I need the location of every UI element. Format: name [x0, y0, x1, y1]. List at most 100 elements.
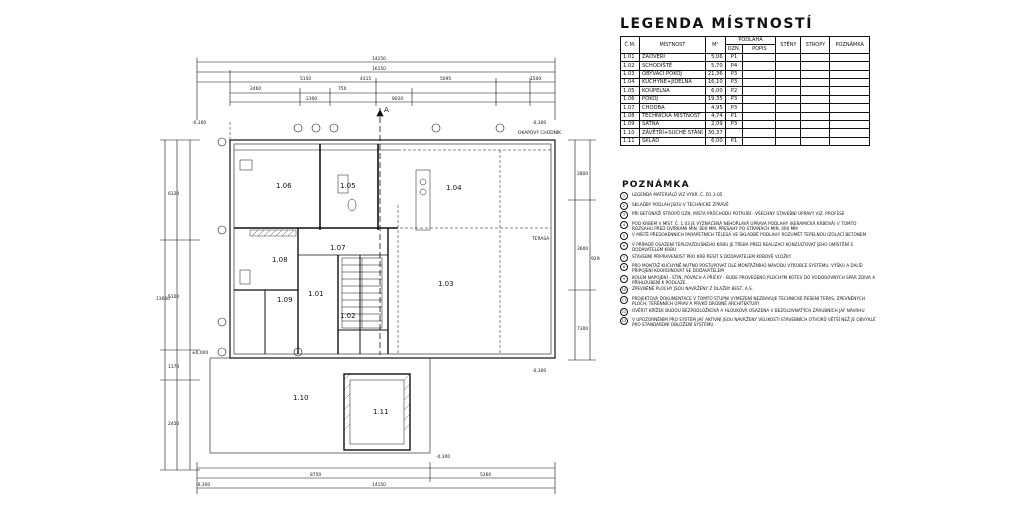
- room-label: 1.04: [446, 184, 462, 192]
- note-text: Skladby podlah jsou v technické zprávě: [632, 201, 729, 207]
- legend-note: [829, 61, 870, 71]
- note-item: 9Kolem napojení - stín, povrch a příčky …: [620, 274, 880, 285]
- note-number: 11: [620, 295, 628, 304]
- overhang-label: OKAPOVÝ CHODNÍK: [518, 129, 561, 136]
- legend-walls: [775, 111, 802, 121]
- note-number: 6: [620, 241, 628, 250]
- legend-note: [829, 86, 870, 96]
- dim-label: 1170: [168, 364, 179, 370]
- note-text: V místě předokenních parapetních tělesa …: [632, 232, 867, 238]
- note-number: 4: [620, 220, 628, 229]
- dim-label: 1500: [530, 76, 541, 82]
- legend-note: [829, 111, 870, 121]
- legend-ceilings: [800, 119, 831, 130]
- col-header-floor-dzn: OZN.: [724, 44, 744, 54]
- section-label: A: [384, 106, 389, 114]
- legend-title: LEGENDA MÍSTNOSTÍ: [620, 16, 814, 32]
- legend-room-area: 5,70: [704, 61, 726, 71]
- note-number: 1: [620, 192, 628, 200]
- dim-label: 8750: [310, 472, 321, 478]
- note-number: 7: [620, 253, 628, 262]
- dim-label: 2460: [250, 86, 261, 92]
- note-number: 12: [620, 307, 628, 316]
- legend-floor-code: P2: [724, 86, 744, 96]
- legend-floor-desc: [742, 103, 777, 113]
- legend-room-no: 1.06: [620, 94, 640, 105]
- legend-ceilings: [800, 94, 831, 105]
- legend-ceilings: [800, 86, 831, 96]
- legend-room-name: POKOJ: [639, 94, 706, 105]
- legend-walls: [775, 52, 802, 63]
- legend-note: [829, 77, 870, 88]
- note-number: 13: [620, 317, 628, 326]
- legend-room-area: 6,00: [704, 86, 726, 96]
- level-mark: -0,300: [532, 368, 546, 374]
- level-mark: -0,300: [532, 120, 546, 126]
- level-mark: ±0,000: [192, 350, 208, 356]
- note-text: Stavební připravenost pro krb řešit s do…: [632, 253, 792, 259]
- dim-label: 2300: [306, 96, 317, 102]
- note-item: 3Při betonáži stropů ozn. místa průchodu…: [620, 211, 880, 220]
- legend-ceilings: [800, 111, 831, 121]
- terrace-label: TERASA: [531, 236, 549, 242]
- legend-ceilings: [800, 136, 831, 147]
- room-label: 1.08: [272, 256, 288, 264]
- dim-label: 13660: [156, 296, 170, 302]
- note-text: Pro montáž kuchyně nutno postupovat dle …: [632, 263, 863, 274]
- col-header-name: MÍSTNOST: [639, 36, 706, 54]
- dim-label: 9200: [591, 256, 600, 262]
- note-number: 2: [620, 201, 628, 210]
- dim-label: 5360: [480, 472, 491, 478]
- room-label: 1.10: [293, 394, 309, 402]
- note-item: 1Legenda materiálů viz výkr. č. D1.1-05: [620, 192, 880, 200]
- legend-floor-desc: [742, 111, 777, 121]
- note-item: 5V místě předokenních parapetních tělesa…: [620, 232, 880, 241]
- legend-walls: [775, 136, 802, 147]
- note-number: 8: [620, 263, 628, 272]
- legend-floor-code: P3: [724, 119, 744, 130]
- room-label: 1.02: [340, 312, 356, 320]
- legend-room-area: 2,09: [704, 119, 726, 130]
- legend-room-no: 1.09: [620, 119, 640, 130]
- dim-label: 4315: [360, 76, 371, 82]
- level-mark: -0,300: [196, 482, 210, 488]
- legend-room-no: 1.04: [620, 77, 640, 88]
- legend-floor-desc: [742, 119, 777, 130]
- legend-room-area: 30,37: [704, 128, 726, 138]
- notes-list: 1Legenda materiálů viz výkr. č. D1.1-052…: [620, 192, 880, 329]
- legend-note: [829, 52, 870, 63]
- legend-walls: [775, 61, 802, 71]
- legend-ceilings: [800, 103, 831, 113]
- legend-walls: [775, 119, 802, 130]
- dim-label: 2800: [577, 171, 588, 177]
- legend-room-area: 4,74: [704, 111, 726, 121]
- notes-title: POZNÁMKA: [622, 180, 690, 190]
- note-item: 7 Stavební připravenost pro krb řešit s d…: [620, 253, 880, 262]
- legend-ceilings: [800, 77, 831, 88]
- legend-note: [829, 136, 870, 147]
- legend-room-name: ZÁVĚTŘÍ+SUCHÉ STÁNÍ: [639, 128, 706, 138]
- dim-label: 3600: [577, 246, 588, 252]
- note-item: 10Zpevněné plochy jsou navrženy z dlažby…: [620, 286, 880, 295]
- col-header-area: M²: [704, 36, 726, 54]
- col-header-floor: PODLAHA: [724, 35, 777, 46]
- legend-room-name: KUCHYNĚ+JÍDELNA: [639, 77, 706, 88]
- note-item: 8 Pro montáž kuchyně nutno postupovat dle…: [620, 263, 880, 273]
- legend-floor-code: P1: [724, 52, 744, 63]
- room-label: 1.03: [438, 280, 454, 288]
- legend-floor-code: P3: [724, 77, 744, 88]
- legend-walls: [775, 69, 802, 79]
- legend-floor-desc: [742, 86, 777, 96]
- col-header-floor-desc: POPIS: [742, 44, 777, 54]
- legend-room-name: CHODBA: [639, 103, 706, 113]
- legend-floor-desc: [742, 61, 777, 71]
- legend-floor-desc: [742, 77, 777, 88]
- room-label: 1.07: [330, 244, 346, 252]
- legend-walls: [775, 86, 802, 96]
- legend-room-area: 19,35: [704, 94, 726, 105]
- note-text: Při betonáži stropů ozn. místa průchodu …: [632, 211, 845, 217]
